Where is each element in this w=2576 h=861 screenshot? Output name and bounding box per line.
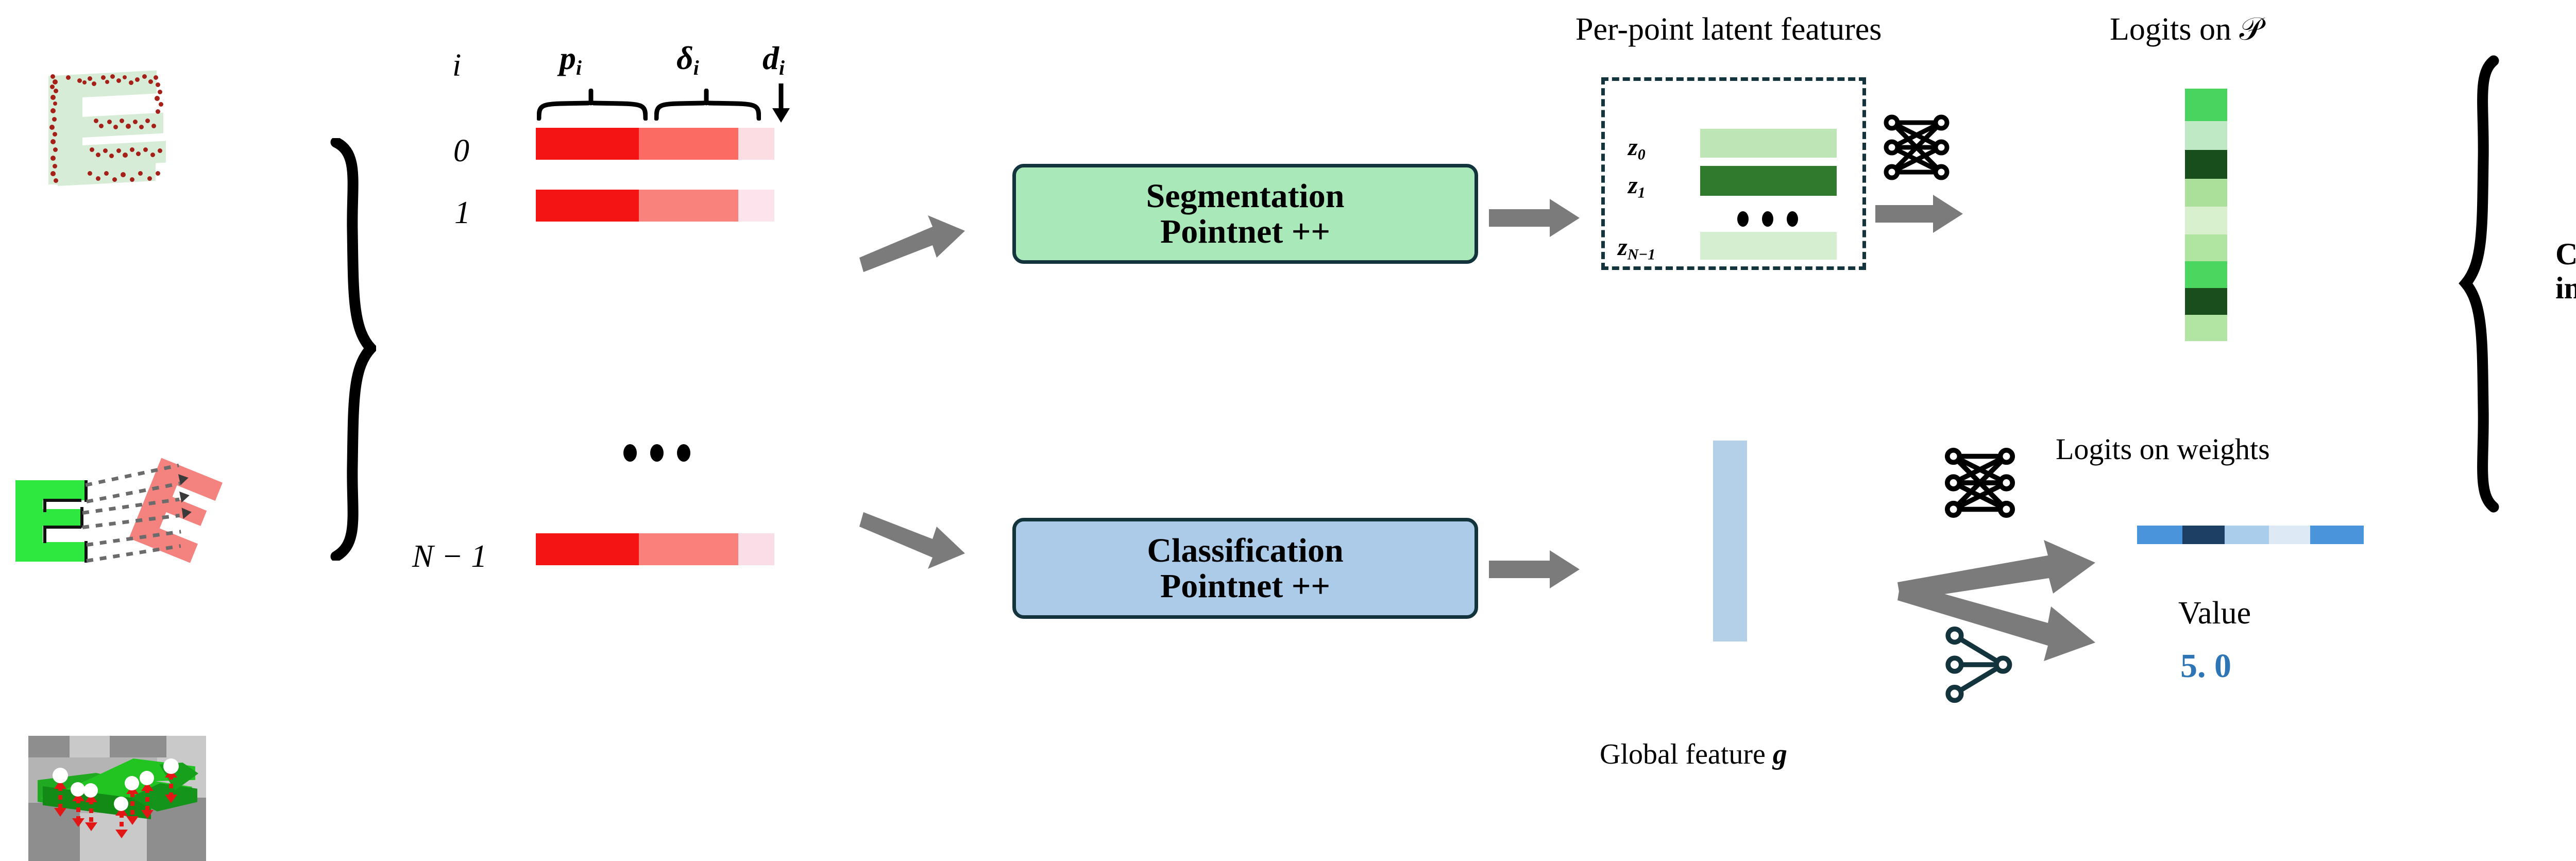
logits-on-weights-bar	[2137, 526, 2364, 544]
classification-pointnet-line2: Pointnet ++	[1160, 567, 1331, 605]
feature-col-header-d: di	[762, 39, 785, 80]
weight-cell	[2225, 526, 2269, 544]
row-n-segment-d	[738, 533, 774, 565]
classification-pointnet-line1: Classification	[1147, 531, 1344, 569]
table-row	[536, 190, 774, 222]
per-point-latent-features-title: Per-point latent features	[1575, 12, 1882, 47]
thumbnail-point-cloud-letter-e	[32, 31, 187, 196]
arrow-down-to-d	[772, 83, 790, 123]
latent-features-box	[1601, 77, 1866, 270]
feature-col-header-d-symbol: d	[762, 40, 779, 76]
thumbnail-flat-e-correspondence	[9, 453, 231, 577]
logit-cell	[2185, 121, 2227, 150]
logit-cell	[2185, 89, 2227, 121]
row-1-segment-delta	[639, 190, 738, 222]
latent-row-0-sub: 0	[1637, 146, 1646, 163]
logit-cell	[2185, 179, 2227, 207]
mlp-icon-weights-head	[1944, 447, 2015, 518]
thumbnail-simulated-e-block-scene	[28, 736, 206, 861]
classification-pointnet-box[interactable]: Classification Pointnet ++	[1012, 518, 1478, 619]
row-n-label: N − 1	[412, 539, 487, 574]
contact-intention-line1: Contact	[2555, 237, 2576, 271]
contact-intention-label: Contact intention	[2555, 237, 2576, 305]
arrow-segmentation-to-latent	[1489, 199, 1580, 237]
arrow-latent-to-logits	[1875, 195, 1963, 233]
arrow-input-to-segmentation	[859, 215, 965, 272]
global-feature-label-prefix: Global feature	[1600, 738, 1766, 770]
row-1-segment-d	[738, 190, 774, 222]
arrow-global-to-value	[1897, 582, 2095, 661]
latent-row-1-bar	[1700, 166, 1837, 196]
logit-cell	[2185, 261, 2227, 288]
row-0-segment-p	[536, 128, 639, 160]
latent-row-n-bar	[1700, 232, 1837, 260]
logits-on-p-column	[2185, 89, 2227, 341]
latent-row-0-label: z0	[1628, 133, 1646, 163]
feature-col-header-p: pi	[560, 39, 582, 80]
value-label: Value	[2178, 596, 2251, 631]
weight-cell	[2310, 526, 2364, 544]
brace-over-p	[537, 89, 648, 121]
segmentation-pointnet-box[interactable]: Segmentation Pointnet ++	[1012, 164, 1478, 264]
latent-row-n-label: zN−1	[1618, 233, 1655, 263]
latent-row-1-sub: 1	[1637, 184, 1646, 201]
brace-over-delta	[654, 89, 761, 121]
global-feature-label-symbol: g	[1772, 738, 1787, 770]
feature-index-header: i	[452, 48, 462, 83]
logits-on-p-title: Logits on 𝒫	[2110, 11, 2262, 48]
weight-cell	[2182, 526, 2225, 544]
feature-col-header-p-sub: i	[576, 57, 582, 80]
row-1-segment-p	[536, 190, 639, 222]
global-feature-label: Global feature g	[1600, 738, 1787, 771]
segmentation-pointnet-line2: Pointnet ++	[1160, 213, 1331, 250]
table-rows-ellipsis	[623, 444, 690, 462]
logits-on-p-title-text: Logits on 𝒫	[2110, 12, 2263, 47]
mlp-icon-value-head	[1945, 626, 2012, 703]
input-grouping-brace	[330, 138, 376, 561]
feature-col-header-delta-symbol: δ	[676, 40, 693, 76]
weight-cell	[2137, 526, 2182, 544]
mlp-icon-segmentation-head	[1884, 114, 1950, 180]
logits-on-weights-title: Logits on weights	[2056, 432, 2270, 466]
table-row	[536, 128, 774, 160]
table-row	[536, 533, 774, 565]
row-1-label: 1	[454, 195, 470, 230]
weight-cell	[2269, 526, 2310, 544]
latent-row-1-label: z1	[1628, 171, 1646, 201]
feature-col-header-delta: δi	[676, 39, 699, 80]
latent-row-0-bar	[1700, 129, 1837, 158]
segmentation-pointnet-line1: Segmentation	[1146, 177, 1345, 215]
contact-intention-line2: intention	[2555, 271, 2576, 305]
row-n-segment-delta	[639, 533, 738, 565]
logit-cell	[2185, 288, 2227, 315]
global-feature-bar	[1713, 441, 1747, 641]
latent-row-n-sub: N−1	[1627, 246, 1656, 263]
figure-canvas: i pi δi di 0 1 N − 1	[9, 11, 2576, 861]
value-number: 5. 0	[2180, 647, 2231, 685]
arrow-classification-to-global	[1489, 550, 1580, 588]
logit-cell	[2185, 315, 2227, 341]
row-0-segment-d	[738, 128, 774, 160]
row-n-segment-p	[536, 533, 639, 565]
latent-row-1-symbol: z	[1628, 172, 1638, 199]
latent-rows-ellipsis	[1737, 211, 1798, 227]
feature-col-header-p-symbol: p	[560, 40, 576, 76]
logit-cell	[2185, 207, 2227, 234]
latent-row-0-symbol: z	[1628, 133, 1638, 161]
row-0-label: 0	[453, 133, 469, 168]
arrow-input-to-classification	[859, 512, 965, 569]
contact-intention-brace	[2459, 55, 2499, 513]
logit-cell	[2185, 234, 2227, 261]
row-0-segment-delta	[639, 128, 738, 160]
arrow-global-to-weights	[1897, 540, 2095, 601]
latent-row-n-symbol: z	[1618, 233, 1628, 261]
feature-col-header-d-sub: i	[779, 57, 785, 80]
logit-cell	[2185, 150, 2227, 179]
feature-col-header-delta-sub: i	[693, 57, 699, 80]
